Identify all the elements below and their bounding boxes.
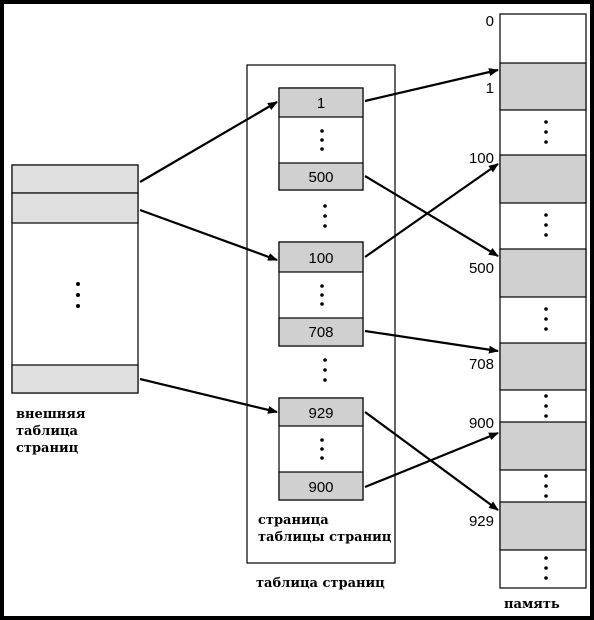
outer-page-table	[11, 164, 139, 394]
page-table-gap-ellipsis-1	[323, 204, 327, 228]
arrow-outer-to-pt1	[139, 101, 278, 183]
outer-entry-last	[11, 364, 139, 394]
pt-entry-label: 1	[317, 95, 325, 112]
memory-frame-900	[499, 421, 587, 471]
pt-entry-500	[278, 162, 364, 191]
memory-address-label: 929	[469, 513, 494, 530]
memory-frame-929	[499, 501, 587, 551]
memory-frame-500	[499, 248, 587, 298]
page-label-line: таблицы страниц	[258, 530, 392, 545]
memory-column	[499, 13, 587, 589]
page-table-page-1	[278, 87, 364, 191]
page-table-boundary	[246, 64, 396, 564]
memory-address-label: 500	[469, 260, 494, 277]
outer-entry-2	[11, 192, 139, 224]
memory-frame-100	[499, 154, 587, 204]
arrow-1-to-mem	[364, 68, 499, 103]
arrow-708-to-mem	[364, 329, 499, 354]
outer-table-label-line: внешняя	[16, 407, 86, 422]
pt-entry-929	[278, 397, 364, 427]
arrow-100-to-mem	[364, 163, 499, 258]
arrow-outer-to-pt3	[139, 377, 278, 414]
pt-entry-label: 500	[308, 169, 333, 186]
pt-entry-708	[278, 317, 364, 347]
outer-table-label-line: таблица	[16, 424, 78, 439]
page-table-page-3	[278, 397, 364, 501]
memory-frame-708	[499, 342, 587, 391]
memory-address-label: 708	[469, 356, 494, 373]
arrow-900-to-mem	[364, 431, 499, 489]
pt-entry-label: 929	[308, 405, 333, 422]
arrow-500-to-mem	[364, 175, 499, 257]
page-label-line: страница	[258, 513, 329, 528]
paging-diagram: 1 500 100 708 929 900 0 1 100 500 708 90…	[11, 13, 587, 589]
outer-ellipsis	[76, 282, 80, 308]
pt-entry-900	[278, 471, 364, 501]
memory-address-label: 900	[469, 415, 494, 432]
page-table-page-2	[278, 241, 364, 347]
outer-table-label-line: страниц	[16, 441, 79, 456]
page-of-page-table-label: страница таблицы страниц	[258, 512, 391, 546]
pt-entry-label: 708	[308, 324, 333, 341]
memory-address-label: 1	[486, 80, 494, 97]
pt-entry-100	[278, 241, 364, 273]
outer-table-label: внешняя таблица страниц	[16, 406, 86, 457]
page-table-caption: таблица страниц	[256, 576, 385, 591]
memory-frame-1	[499, 62, 587, 111]
memory-address-label: 0	[486, 13, 494, 30]
memory-caption: память	[504, 597, 560, 612]
mapping-arrows	[139, 68, 499, 511]
arrow-outer-to-pt2	[139, 208, 278, 262]
pt-entry-1	[278, 87, 364, 118]
page-table-gap-ellipsis-2	[323, 358, 327, 382]
pt-entry-label: 900	[308, 479, 333, 496]
outer-entry-1	[11, 164, 139, 194]
pt-entry-label: 100	[308, 250, 333, 267]
memory-address-label: 100	[469, 150, 494, 167]
